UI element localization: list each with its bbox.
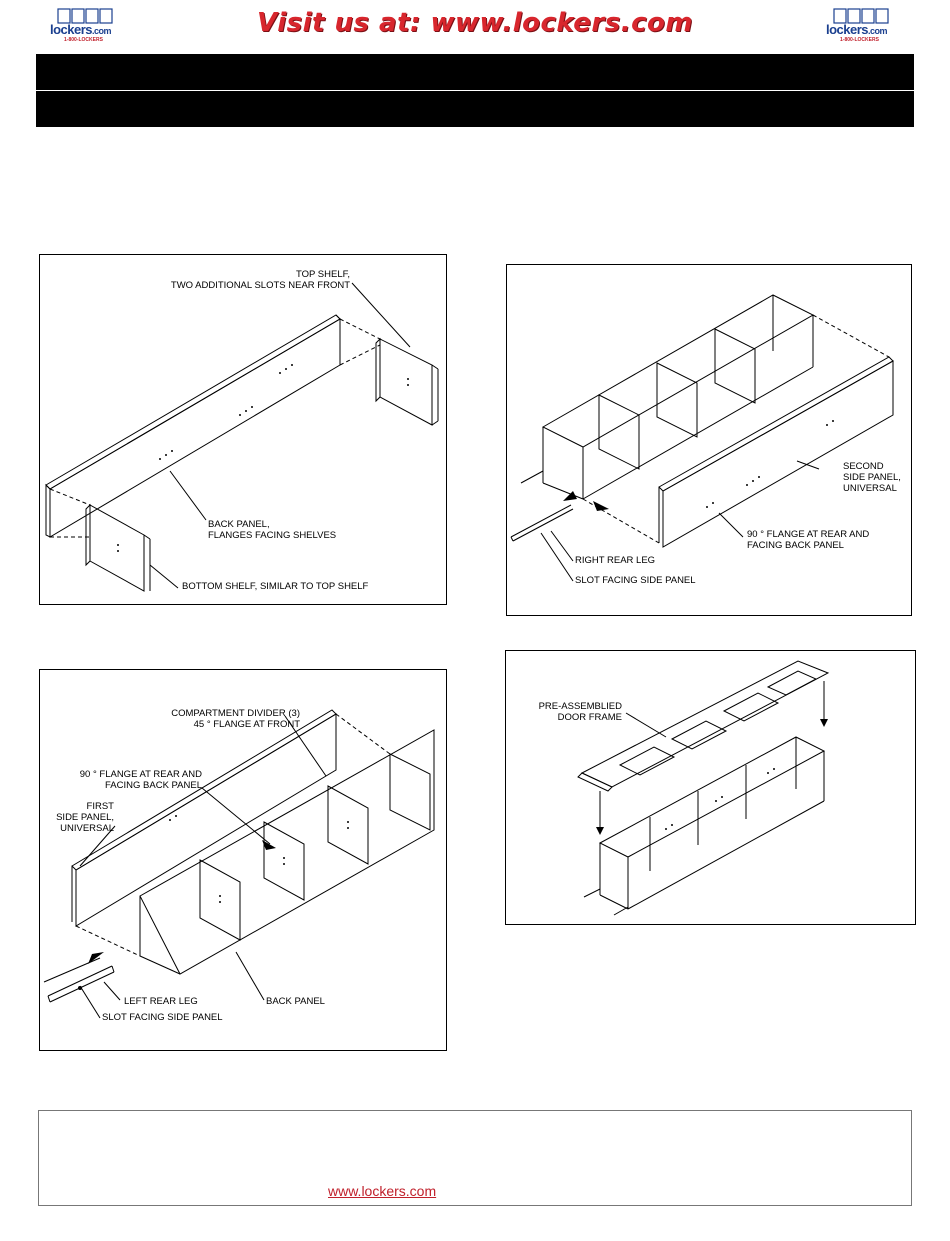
lockers-logo-right[interactable]: lockers.com 1-800-LOCKERS [826, 8, 898, 44]
logo-wordmark: lockers.com [50, 22, 112, 37]
label-left-rear-leg: LEFT REAR LEG [124, 996, 198, 1007]
title-band [36, 54, 914, 90]
first-side-panel-drawing [43, 709, 435, 1019]
label-right-rear-leg: RIGHT REAR LEG [575, 555, 656, 566]
locker-doors-icon [833, 8, 889, 24]
label-back-panel: BACK PANEL,FLANGES FACING SHELVES [208, 519, 337, 541]
logo-phone: 1-800-LOCKERS [840, 37, 879, 43]
logo-wordmark: lockers.com [826, 22, 888, 37]
logo-phone: 1-800-LOCKERS [64, 37, 103, 43]
lockers-logo-left[interactable]: lockers.com 1-800-LOCKERS [50, 8, 122, 44]
label-bottom-shelf: BOTTOM SHELF, SIMILAR TO TOP SHELF [182, 581, 369, 592]
locker-doors-icon [57, 8, 113, 24]
door-frame-drawing [577, 660, 830, 916]
footer-box [38, 1110, 912, 1206]
label-slot-facing: SLOT FACING SIDE PANEL [102, 1012, 223, 1023]
step2-diagram: COMPARTMENT DIVIDER (3)45 ° FLANGE AT FR… [39, 669, 447, 1051]
visit-banner[interactable]: Visit us at: www.lockers.com [257, 8, 693, 38]
label-back-panel: BACK PANEL [266, 996, 325, 1007]
step1-diagram: TOP SHELF,TWO ADDITIONAL SLOTS NEAR FRON… [39, 254, 447, 605]
back-panel-and-shelves-drawing [45, 282, 439, 592]
footer-website-link[interactable]: www.lockers.com [328, 1183, 437, 1199]
label-compartment-divider: COMPARTMENT DIVIDER (3)45 ° FLANGE AT FR… [171, 708, 300, 730]
second-side-panel-drawing [510, 294, 894, 582]
subtitle-band [36, 91, 914, 127]
label-slot-facing: SLOT FACING SIDE PANEL [575, 575, 696, 586]
label-top-shelf: TOP SHELF,TWO ADDITIONAL SLOTS NEAR FRON… [170, 269, 350, 291]
